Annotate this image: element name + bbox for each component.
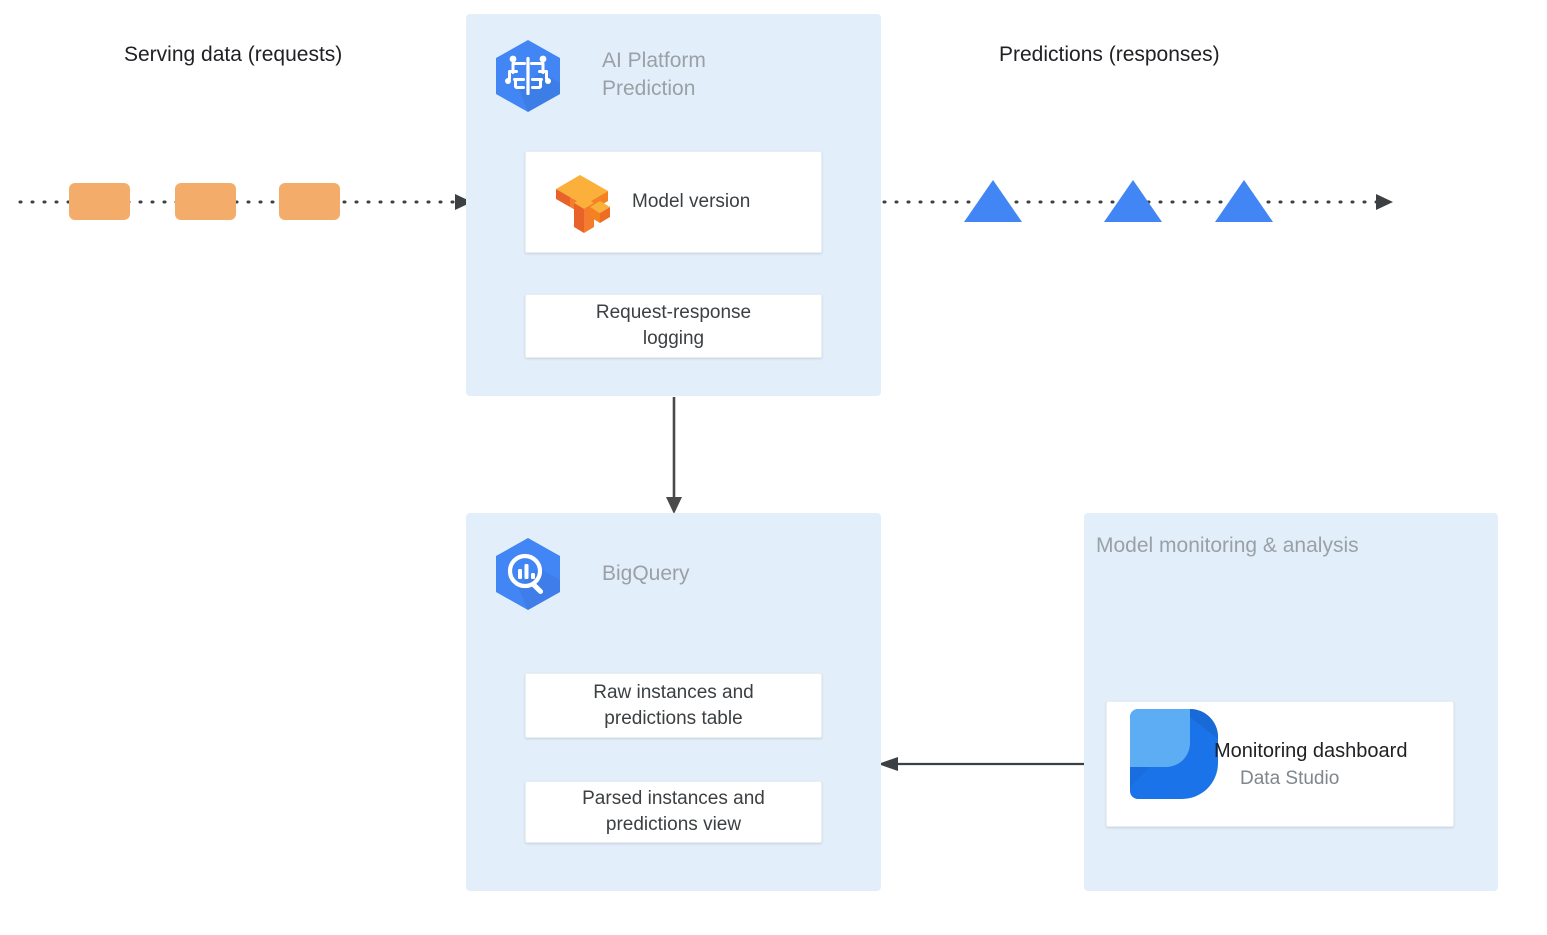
raw-instances-predictions-table-label: Raw instances and predictions table (593, 681, 754, 729)
request-response-logging-label: Request-response logging (595, 302, 752, 349)
monitoring-dashboard-subtitle: Data Studio (1240, 768, 1340, 789)
tensorflow-icon (546, 167, 618, 237)
request-marker-1 (69, 183, 130, 220)
prediction-marker-2 (1104, 180, 1162, 222)
predictions-label: Predictions (responses) (999, 43, 1220, 66)
prediction-marker-1 (964, 180, 1022, 222)
raw-instances-predictions-table-card[interactable]: Raw instances and predictions table (525, 673, 822, 738)
bigquery-hexagon-icon (489, 535, 567, 613)
model-version-label: Model version (632, 191, 751, 212)
bigquery-panel-title: BigQuery (602, 562, 690, 585)
model-version-card[interactable]: Model version (525, 151, 822, 253)
serving-data-label: Serving data (requests) (124, 43, 343, 66)
parsed-instances-predictions-view-card[interactable]: Parsed instances and predictions view (525, 781, 822, 843)
ai-platform-panel-title: AI Platform Prediction (602, 49, 706, 100)
request-marker-3 (279, 183, 340, 220)
model-monitoring-panel-title: Model monitoring & analysis (1096, 534, 1359, 557)
monitoring-dashboard-title: Monitoring dashboard (1214, 740, 1408, 762)
ai-platform-hexagon-icon (489, 37, 567, 115)
data-studio-icon (1128, 707, 1220, 799)
parsed-instances-predictions-view-label: Parsed instances and predictions view (582, 788, 765, 835)
request-response-logging-card[interactable]: Request-response logging (525, 294, 822, 358)
prediction-marker-3 (1215, 180, 1273, 222)
request-marker-2 (175, 183, 236, 220)
